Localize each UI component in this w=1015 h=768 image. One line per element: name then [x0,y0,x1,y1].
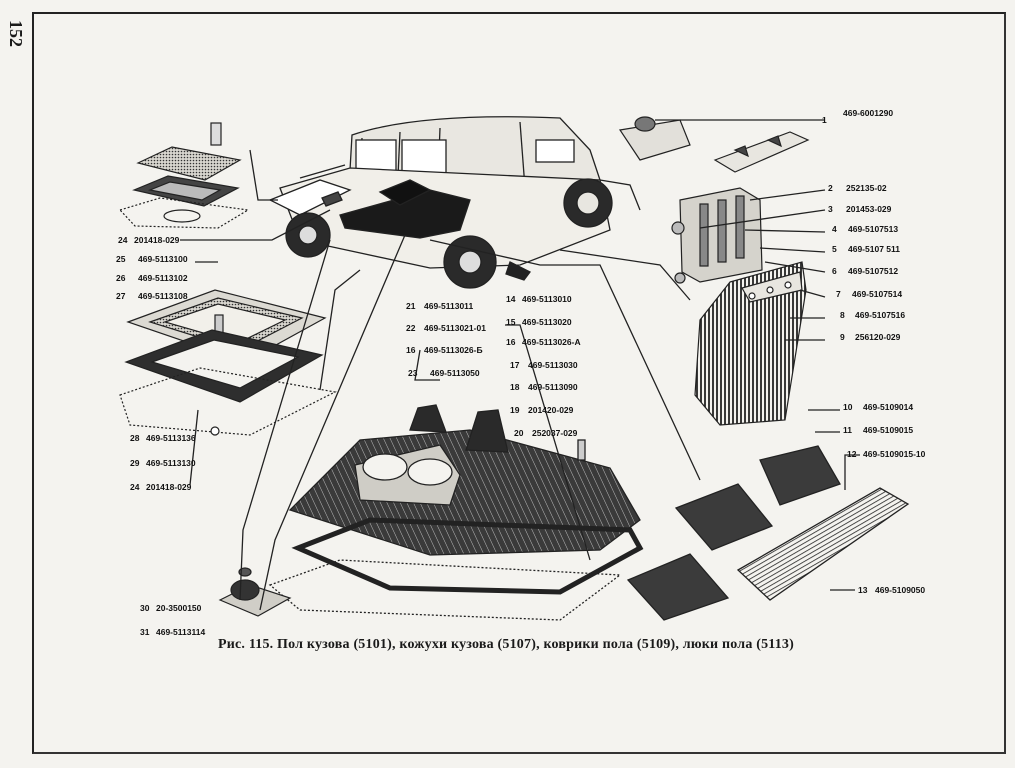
callout-7: 7 [836,289,841,299]
vehicle-illustration [268,116,613,289]
callout-4: 4 [832,224,837,234]
callout-15-part: 469-5113020 [522,317,572,327]
callout-19: 19 [510,405,520,415]
callout-8-part: 469-5107516 [855,310,905,320]
callout-16b: 16 [406,345,416,355]
callout-13: 13 [858,585,868,595]
callout-2-part: 252135-02 [846,183,887,193]
callout-12-part: 469-5109015-10 [863,449,926,459]
callout-12: 12 [847,449,857,459]
hatch-small-assembly [118,122,250,229]
callout-17-part: 469-5113030 [528,360,578,370]
illustration-frame [32,12,1006,754]
callout-29: 29 [130,458,140,468]
callout-18-part: 469-5113090 [528,382,578,392]
callout-7-part: 469-5107514 [852,289,902,299]
callout-19-part: 201420-029 [528,405,574,415]
callout-23: 23 [408,368,418,378]
callout-4-part: 469-5107513 [848,224,898,234]
callout-6: 6 [832,266,837,276]
callout-26: 26 [116,273,126,283]
callout-1-part: 469-6001290 [843,108,893,118]
callout-29-part: 469-5113130 [146,458,196,468]
callout-13-part: 469-5109050 [875,585,925,595]
callout-30-part: 20-3500150 [156,603,202,613]
callout-20: 20 [514,428,524,438]
drain-plug-assembly [218,567,292,617]
callout-22-part: 469-5113021-01 [424,323,486,333]
callout-30: 30 [140,603,150,613]
callout-16a-part: 469-5113026-А [522,337,581,347]
callout-1: 1 [822,115,827,125]
callout-14-part: 469-5113010 [522,294,572,304]
callout-10: 10 [843,402,853,412]
hatch-large-assembly [119,289,337,436]
callout-16b-part: 469-5113026-Б [424,345,483,355]
callout-labels: 1 469-6001290 2 252135-02 3 201453-029 4… [116,108,926,637]
floor-hatch-assembly [268,404,644,621]
callout-31-part: 469-5113114 [156,627,205,637]
callout-5: 5 [832,244,837,254]
callout-24a: 24 [118,235,128,245]
callout-18: 18 [510,382,520,392]
callout-10-part: 469-5109014 [863,402,913,412]
callout-3-part: 201453-029 [846,204,892,214]
callout-24b-part: 201418-029 [146,482,192,492]
callout-24a-part: 201418-029 [134,235,180,245]
side-cover-assembly [671,187,807,426]
callout-5-part: 469-5107 511 [848,244,900,254]
callout-15: 15 [506,317,516,327]
callout-14: 14 [506,294,516,304]
bracket-assembly [618,116,810,173]
callout-28: 28 [130,433,140,443]
figure-caption: Рис. 115. Пол кузова (5101), кожухи кузо… [218,637,794,652]
floor-mats [626,445,910,621]
callout-27-part: 469-5113108 [138,291,188,301]
callout-21-part: 469-5113011 [424,301,473,311]
callout-3: 3 [828,204,833,214]
callout-25-part: 469-5113100 [138,254,188,264]
callout-2: 2 [828,183,833,193]
leader-lines [180,119,860,611]
callout-25: 25 [116,254,126,264]
callout-26-part: 469-5113102 [138,273,188,283]
callout-8: 8 [840,310,845,320]
callout-27: 27 [116,291,126,301]
callout-9: 9 [840,332,845,342]
callout-24b: 24 [130,482,140,492]
callout-16a: 16 [506,337,516,347]
callout-31: 31 [140,627,150,637]
callout-28-part: 469-5113136 [146,433,196,443]
callout-23-part: 469-5113050 [430,368,480,378]
callout-22: 22 [406,323,416,333]
callout-11-part: 469-5109015 [863,425,913,435]
callout-11: 11 [843,425,852,435]
callout-6-part: 469-5107512 [848,266,898,276]
callout-20-part: 252037-029 [532,428,578,438]
callout-17: 17 [510,360,520,370]
callout-21: 21 [406,301,416,311]
callout-9-part: 256120-029 [855,332,901,342]
